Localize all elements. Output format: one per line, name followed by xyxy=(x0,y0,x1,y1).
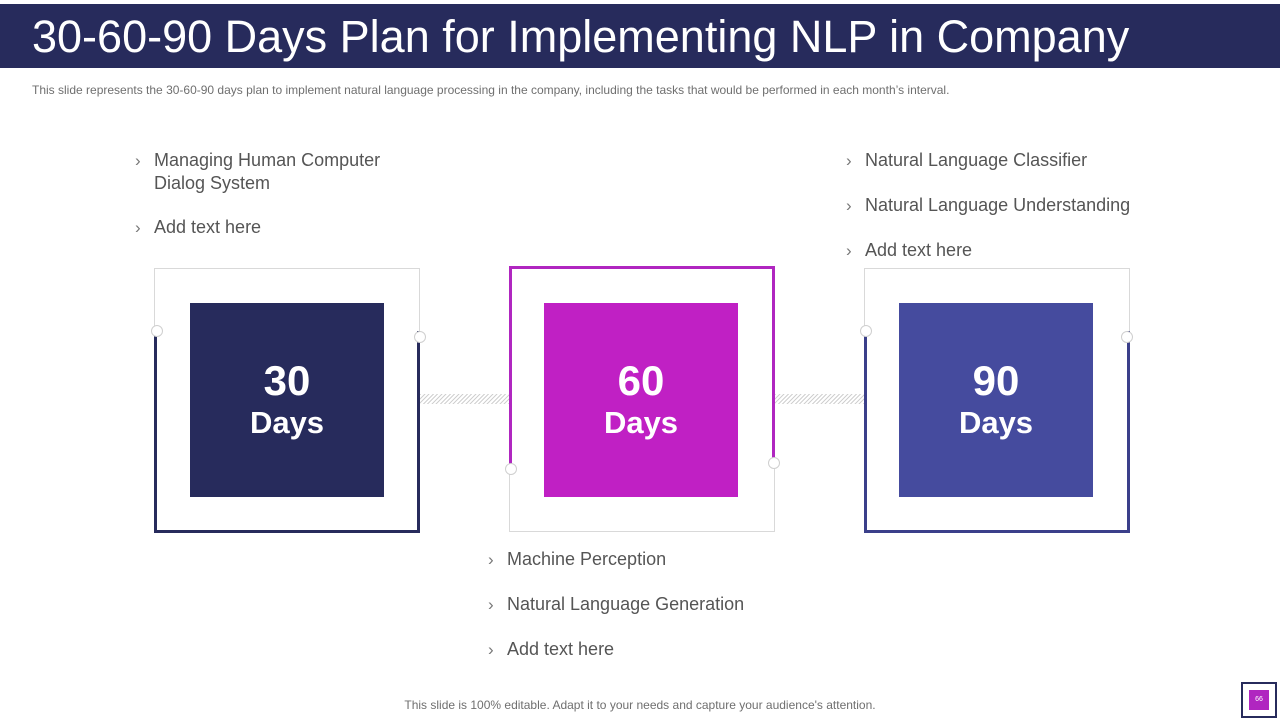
phase-90-bullet-list: Natural Language Classifier Natural Lang… xyxy=(846,149,1206,284)
phase-number: 90 xyxy=(972,357,1020,404)
phase-90-bullet: Natural Language Classifier xyxy=(846,149,1206,172)
page-title: 30-60-90 Days Plan for Implementing NLP … xyxy=(32,11,1130,62)
title-bar: 30-60-90 Days Plan for Implementing NLP … xyxy=(0,4,1280,68)
junction-dot xyxy=(505,463,517,475)
phase-30-bullet: Managing Human Computer Dialog System xyxy=(135,149,435,195)
phase-unit: Days xyxy=(958,405,1034,440)
phase-90-bullet: Add text here xyxy=(846,239,1206,262)
page-subtitle: This slide represents the 30-60-90 days … xyxy=(32,83,950,97)
phase-unit: Days xyxy=(249,405,325,440)
junction-dot xyxy=(860,325,872,337)
page-number-box: 66 xyxy=(1241,682,1277,718)
phase-60-bullet: Machine Perception xyxy=(488,548,848,571)
phase-number: 60 xyxy=(617,357,665,404)
phase-60-bullet: Natural Language Generation xyxy=(488,593,848,616)
phase-90-bullet: Natural Language Understanding xyxy=(846,194,1206,217)
phase-30-card: 30 Days xyxy=(190,303,384,497)
phase-90-card: 90 Days xyxy=(899,303,1093,497)
phase-30-bullet-list: Managing Human Computer Dialog System Ad… xyxy=(135,149,435,260)
junction-dot xyxy=(1121,331,1133,343)
page-number: 66 xyxy=(1249,690,1269,710)
phase-number: 30 xyxy=(263,357,311,404)
junction-dot xyxy=(151,325,163,337)
footer-note: This slide is 100% editable. Adapt it to… xyxy=(404,698,876,712)
junction-dot xyxy=(414,331,426,343)
phase-30-bullet: Add text here xyxy=(135,216,435,239)
phase-unit: Days xyxy=(603,405,679,440)
phase-60-bullet-list: Machine Perception Natural Language Gene… xyxy=(488,548,848,683)
connector-30-60 xyxy=(420,394,509,404)
connector-60-90 xyxy=(775,394,864,404)
junction-dot xyxy=(768,457,780,469)
phase-60-card: 60 Days xyxy=(544,303,738,497)
phase-60-bullet: Add text here xyxy=(488,638,848,661)
